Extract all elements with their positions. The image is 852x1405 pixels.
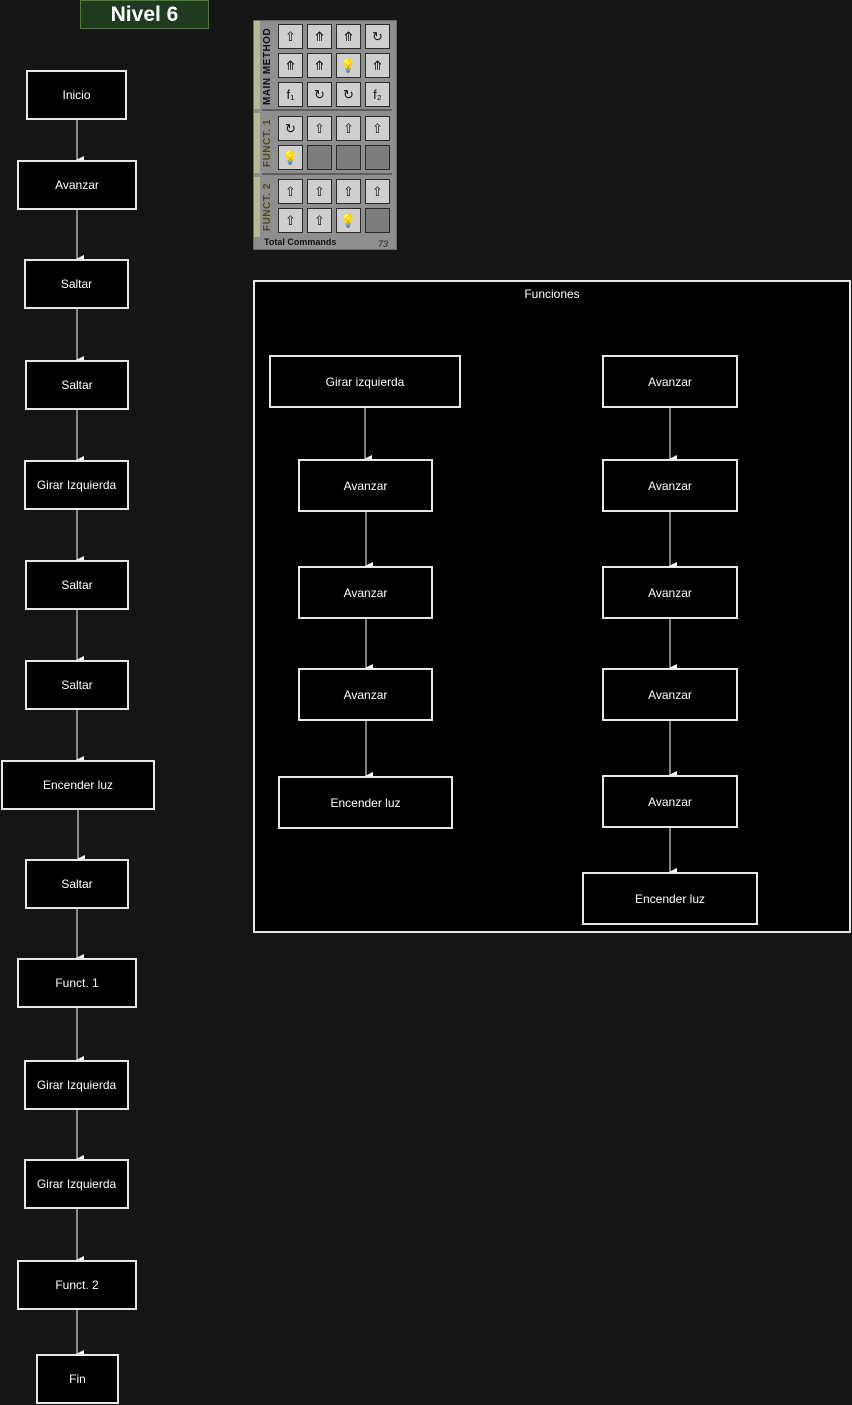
main-node-saltar: Saltar [25,660,129,710]
main-node-girar-izquierda: Girar Izquierda [24,1060,129,1110]
empty-slot [365,208,390,233]
jump-icon: ⤊ [307,24,332,49]
main-node-saltar: Saltar [25,360,129,410]
main-node-girar-izquierda: Girar Izquierda [24,1159,129,1209]
funct2-node-avanzar: Avanzar [602,355,738,408]
forward-icon: ⇧ [336,179,361,204]
forward-icon: ⇧ [278,208,303,233]
main-node-funct-1: Funct. 1 [17,958,137,1008]
funct2-node-avanzar: Avanzar [602,459,738,512]
panel-stripe [254,177,260,237]
jump-icon: ⤊ [336,24,361,49]
functions-label: Funciones [524,287,580,301]
light-bulb-icon: 💡 [336,53,361,78]
jump-icon: ⤊ [278,53,303,78]
panel-stripe [254,113,260,173]
jump-icon: ⤊ [307,53,332,78]
total-commands-label: Total Commands [264,237,337,247]
funct2-node-avanzar: Avanzar [602,668,738,721]
main-node-saltar: Saltar [25,560,129,610]
funct2-node-avanzar: Avanzar [602,775,738,828]
forward-icon: ⇧ [278,179,303,204]
forward-icon: ⇧ [307,116,332,141]
turn-right-icon: ↻ [278,116,303,141]
panel-stripe [254,21,260,109]
funct2-node-encender-luz: Encender luz [582,872,758,925]
page-title: Nivel 6 [80,0,209,29]
panel-divider [262,109,392,111]
funct1-node-girar-izquierda: Girar izquierda [269,355,461,408]
forward-icon: ⇧ [365,116,390,141]
forward-icon: ⇧ [307,179,332,204]
empty-slot [307,145,332,170]
forward-icon: ⇧ [278,24,303,49]
empty-slot [365,145,390,170]
funct1-node-avanzar: Avanzar [298,668,433,721]
forward-icon: ⇧ [336,116,361,141]
forward-icon: ⇧ [365,179,390,204]
main-node-girar-izquierda: Girar Izquierda [24,460,129,510]
total-commands-value: 73 [377,239,388,249]
funct1-node-encender-luz: Encender luz [278,776,453,829]
turn-right-icon: ↻ [307,82,332,107]
main-node-fin: Fin [36,1354,119,1404]
main-node-avanzar: Avanzar [17,160,137,210]
f1-icon: f₁ [278,82,303,107]
jump-icon: ⤊ [365,53,390,78]
main-node-saltar: Saltar [24,259,129,309]
command-panel: MAIN METHOD FUNCT. 1 FUNCT. 2 ⇧⤊⤊↻⤊⤊💡⤊f₁… [253,20,397,250]
turn-right-icon: ↻ [365,24,390,49]
empty-slot [336,145,361,170]
funct2-node-avanzar: Avanzar [602,566,738,619]
light-bulb-icon: 💡 [278,145,303,170]
main-node-encender-luz: Encender luz [1,760,155,810]
turn-right-icon: ↻ [336,82,361,107]
main-node-funct-2: Funct. 2 [17,1260,137,1310]
panel-divider [262,173,392,175]
funct1-node-avanzar: Avanzar [298,459,433,512]
main-node-inicio: Inicio [26,70,127,120]
forward-icon: ⇧ [307,208,332,233]
main-node-saltar: Saltar [25,859,129,909]
f2-icon: f₂ [365,82,390,107]
funct1-node-avanzar: Avanzar [298,566,433,619]
light-bulb-icon: 💡 [336,208,361,233]
